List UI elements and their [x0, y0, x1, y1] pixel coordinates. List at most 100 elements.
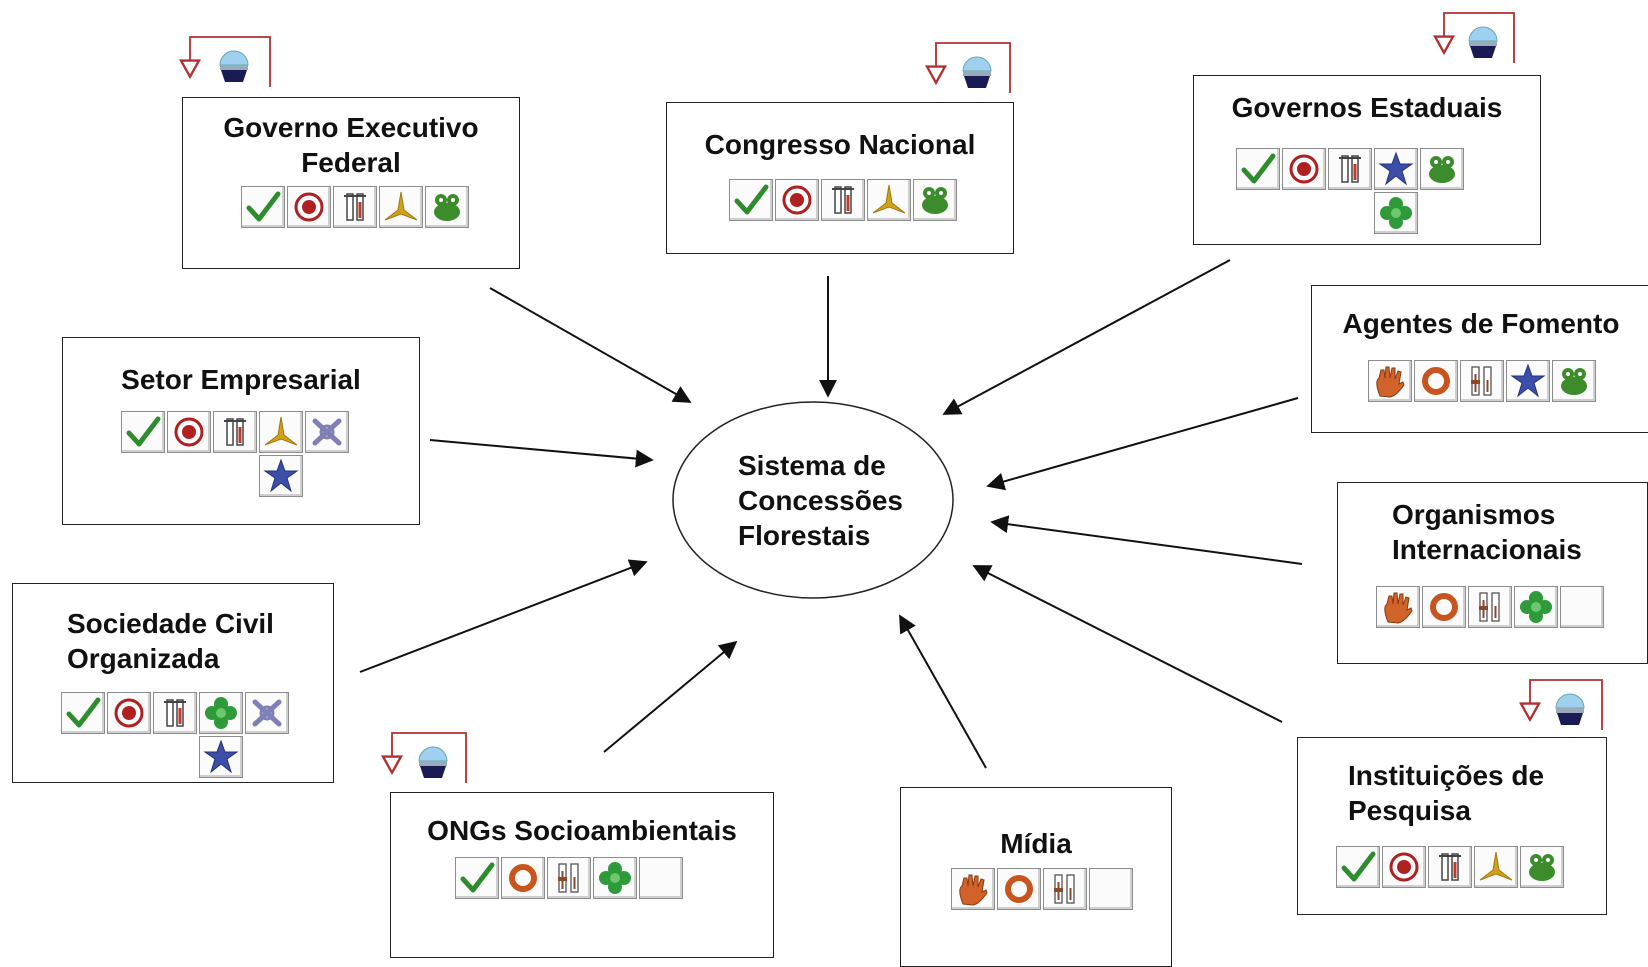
thermometer-icon [333, 186, 377, 228]
check-icon [1236, 148, 1280, 190]
influence-arrow [942, 259, 1231, 415]
triangle-icon [867, 179, 911, 221]
thermometer-icon [821, 179, 865, 221]
actor-title-line: Setor Empresarial [121, 364, 361, 395]
actor-title-line: Congresso Nacional [704, 129, 976, 160]
center-line-1: Sistema de [738, 450, 886, 481]
actor-box-gov-estaduais: Governos Estaduais [1193, 75, 1541, 245]
actor-title: Mídia [901, 826, 1171, 861]
feedback-loop-arrow [936, 42, 1011, 93]
thermometer-icon [1328, 148, 1372, 190]
actor-title-line: Mídia [1000, 828, 1072, 859]
actor-title-line: Sociedade Civil [67, 608, 274, 639]
thermometer-icon [1428, 846, 1472, 888]
hand-icon [1368, 360, 1412, 402]
clover-icon [1514, 586, 1558, 628]
actor-title: ONGs Socioambientais [391, 813, 773, 848]
star-icon [259, 455, 303, 497]
actor-title-line: Organismos [1392, 499, 1556, 530]
actor-title-line: Internacionais [1392, 534, 1582, 565]
frog-icon [1520, 846, 1564, 888]
center-title: Sistema de Concessões Florestais [738, 448, 903, 553]
triangle-icon [1474, 846, 1518, 888]
dome-icon [962, 56, 992, 88]
knot-icon [245, 692, 289, 734]
feedback-loop-arrow [392, 732, 467, 783]
actor-box-agentes-fomento: Agentes de Fomento [1311, 285, 1648, 433]
check-icon [455, 857, 499, 899]
triangle-icon [259, 411, 303, 453]
clover-icon [1374, 192, 1418, 234]
star-icon [199, 736, 243, 778]
influence-arrow [429, 439, 654, 468]
actor-title-line: Governo Executivo [223, 112, 479, 143]
actor-title: Instituições de Pesquisa [1348, 758, 1544, 828]
influence-arrow [603, 640, 738, 753]
dome-icon [219, 50, 249, 82]
actor-title: Congresso Nacional [667, 127, 1013, 162]
actor-box-midia: Mídia [900, 787, 1172, 967]
center-line-3: Florestais [738, 520, 871, 551]
actor-box-congresso: Congresso Nacional [666, 102, 1014, 254]
frog-icon [913, 179, 957, 221]
check-icon [729, 179, 773, 221]
feedback-loop-arrow [1530, 679, 1603, 730]
actor-box-instituicoes: Instituições de Pesquisa [1297, 737, 1607, 915]
check-icon [241, 186, 285, 228]
empty-slot [1089, 868, 1133, 910]
ring-icon [501, 857, 545, 899]
clover-icon [199, 692, 243, 734]
frog-icon [1552, 360, 1596, 402]
sliders-icon [1043, 868, 1087, 910]
actor-box-ongs: ONGs Socioambientais [390, 792, 774, 958]
target-icon [287, 186, 331, 228]
influence-arrow [990, 515, 1303, 565]
thermometer-icon [153, 692, 197, 734]
clover-icon [593, 857, 637, 899]
target-icon [1282, 148, 1326, 190]
check-icon [1336, 846, 1380, 888]
influence-arrow [359, 559, 648, 673]
actor-title: Governos Estaduais [1194, 90, 1540, 125]
frog-icon [1420, 148, 1464, 190]
influence-arrow [489, 287, 692, 403]
actor-title-line: Agentes de Fomento [1342, 308, 1620, 339]
target-icon [1382, 846, 1426, 888]
target-icon [167, 411, 211, 453]
target-icon [775, 179, 819, 221]
actor-title: Setor Empresarial [63, 362, 419, 397]
center-line-2: Concessões [738, 485, 903, 516]
empty-slot [1560, 586, 1604, 628]
actor-title-line: Instituições de [1348, 760, 1545, 791]
sliders-icon [547, 857, 591, 899]
empty-slot [639, 857, 683, 899]
hand-icon [951, 868, 995, 910]
actor-title-line: Pesquisa [1348, 795, 1471, 826]
triangle-icon [379, 186, 423, 228]
center-ellipse [672, 401, 954, 599]
star-icon [1506, 360, 1550, 402]
actor-title-line: Organizada [67, 643, 220, 674]
ring-icon [1414, 360, 1458, 402]
dome-icon [418, 746, 448, 778]
dome-icon [1468, 26, 1498, 58]
influence-arrow [972, 565, 1283, 723]
target-icon [107, 692, 151, 734]
check-icon [61, 692, 105, 734]
actor-box-setor-empresarial: Setor Empresarial [62, 337, 420, 525]
dome-icon [1555, 693, 1585, 725]
sliders-icon [1460, 360, 1504, 402]
check-icon [121, 411, 165, 453]
sliders-icon [1468, 586, 1512, 628]
ring-icon [997, 868, 1041, 910]
actor-title-line: Federal [301, 147, 401, 178]
star-icon [1374, 148, 1418, 190]
actor-title-line: Governos Estaduais [1231, 92, 1503, 123]
thermometer-icon [213, 411, 257, 453]
